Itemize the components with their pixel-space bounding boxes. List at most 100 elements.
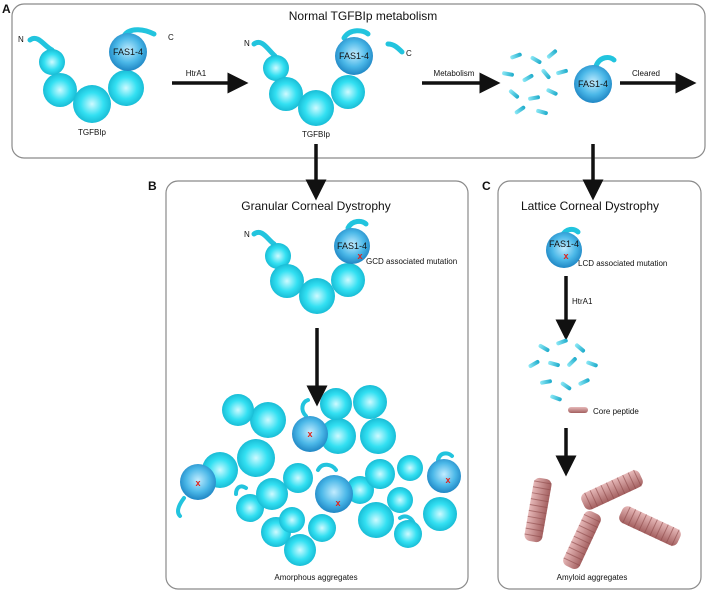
fragment [546,88,558,96]
aggregate-sphere [284,534,316,566]
panel-c-letter: C [482,179,491,193]
aggregate-sphere [358,502,394,538]
aggregate-sphere [353,385,387,419]
fas-domain-label: FAS1-4 [337,241,367,251]
fragment [574,343,586,353]
n-terminal-tail [251,229,277,247]
mutation-mark: x [307,429,312,439]
protein-domain [263,55,289,81]
fragment [556,338,568,346]
fas-domain-label: FAS1-4 [549,239,579,249]
n-terminal-tail [27,35,55,53]
gcd-mutant-protein [251,218,370,314]
fas1-4-domain [574,65,612,103]
aggregate-tail [436,451,454,462]
aggregate-sphere [397,455,423,481]
mutant-fas1-4-domain [546,232,582,268]
fragment [567,357,577,367]
aggregate-sphere [222,394,254,426]
c-terminus-label: C [406,49,412,58]
panel-a-frame [11,3,706,159]
htra1-label: HtrA1 [186,69,207,78]
protein-domain [269,77,303,111]
protein-domain [39,49,65,75]
aggregate-sphere [237,439,275,477]
fas-domain-label: FAS1-4 [578,79,608,89]
fragment [538,344,550,352]
aggregate-sphere [394,520,422,548]
amyloid-aggregates-label: Amyloid aggregates [557,573,628,582]
mutant-fas1-4-domain [315,475,353,513]
aggregate-sphere [387,487,413,513]
fas1-4-domain [334,228,370,264]
protein-domain [298,90,334,126]
fragment [502,71,514,77]
fas1-4-domain [109,33,147,71]
fragment [546,49,558,59]
n-terminus-label: N [244,230,250,239]
protein-domain [73,85,111,123]
aggregate-sphere [320,418,356,454]
aggregate-sphere [360,418,396,454]
fragment [548,360,560,368]
mutant-fas1-4-domain [292,416,328,452]
htra1-label: HtrA1 [572,297,593,306]
fragment [508,89,520,99]
mutation-mark: x [357,251,362,261]
mutant-fas1-4-domain [180,464,216,500]
tgfbip-label: TGFBIp [302,130,331,139]
aggregate-sphere [279,507,305,533]
amyloid-fibril [581,469,643,510]
fragment [541,68,551,80]
aggregate-sphere [320,388,352,420]
aggregate-sphere [283,463,313,493]
peptide-fragments [528,338,598,402]
panel-a-letter: A [2,2,11,16]
fas1-4-domain [335,37,373,75]
fragment [560,381,572,391]
aggregate-sphere [346,476,374,504]
fragment [536,108,548,116]
amorphous-aggregates-label: Amorphous aggregates [274,573,357,582]
aggregate-sphere [236,494,264,522]
aggregate-tail [175,496,186,518]
aggregate-sphere [250,402,286,438]
protein-domain [270,264,304,298]
fragment [528,360,540,368]
protein-domain [331,263,365,297]
mutation-mark: x [195,478,200,488]
fragment [556,68,568,76]
aggregate-sphere [256,478,288,510]
panel-b-letter: B [148,179,157,193]
fas-domain-label: FAS1-4 [113,47,143,57]
metabolism-label: Metabolism [434,69,475,78]
c-terminus-label: C [168,33,174,42]
protein-domain [265,243,291,269]
amyloid-fibril [563,510,601,570]
fragment [550,394,562,402]
core-peptide-label: Core peptide [593,407,639,416]
fragment [522,74,534,82]
fragment [578,378,590,386]
fas-tail [593,55,617,69]
aggregate-sphere [365,459,395,489]
mutation-mark: x [335,498,340,508]
cleared-label: Cleared [632,69,660,78]
core-peptide [568,407,588,413]
mutation-mark: x [563,251,568,261]
panel-b-title: Granular Corneal Dystrophy [241,199,390,213]
amyloid-fibril [619,506,681,547]
panel-a-title: Normal TGFBIp metabolism [289,9,437,23]
n-terminal-tail [251,40,278,59]
fragment [514,105,526,115]
amyloid-aggregates [524,469,681,570]
fragment [528,95,540,101]
amyloid-fibril [524,477,552,543]
lcd-mutation-label: LCD associated mutation [578,259,667,268]
mutation-mark: x [445,475,450,485]
aggregate-sphere [423,497,457,531]
peptide-fragments [502,49,568,116]
protein-domain [299,278,335,314]
aggregate-tail [316,462,338,472]
